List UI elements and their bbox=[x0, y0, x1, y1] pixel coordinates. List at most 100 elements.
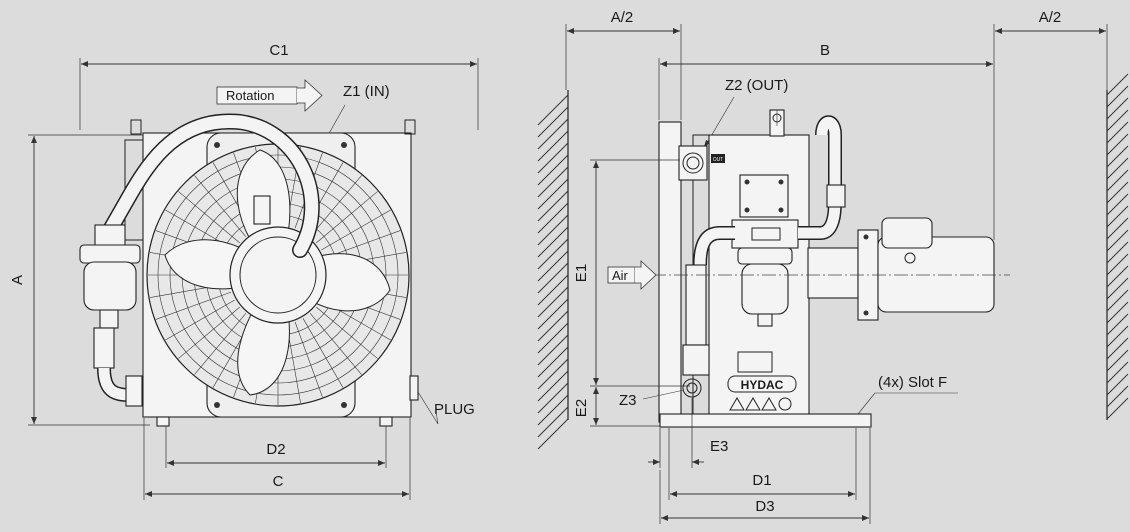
wall-hatch-line bbox=[537, 358, 569, 390]
plug bbox=[409, 375, 419, 401]
wall-hatch-line bbox=[537, 238, 569, 270]
wall-hatch-line bbox=[537, 394, 569, 426]
grille-spoke bbox=[155, 291, 232, 320]
wall-hatch-line bbox=[537, 202, 569, 234]
d1-label: D1 bbox=[752, 472, 771, 489]
plug-label: PLUG bbox=[434, 401, 475, 418]
wall-hatch-line bbox=[537, 106, 569, 138]
wall-hatch-line bbox=[537, 142, 569, 174]
wall-hatch-line bbox=[1106, 349, 1129, 372]
c-label: C bbox=[273, 473, 284, 490]
wall-hatch-line bbox=[1106, 361, 1129, 384]
z3-label: Z3 bbox=[619, 392, 637, 409]
wall-hatch-line bbox=[537, 334, 569, 366]
motor bbox=[877, 236, 995, 313]
warning-signs bbox=[729, 397, 792, 411]
z2-label: Z2 (OUT) bbox=[725, 77, 788, 94]
wall-hatch-line bbox=[537, 250, 569, 282]
wall-hatch-line bbox=[1106, 289, 1129, 312]
wall-hatch-line bbox=[537, 370, 569, 402]
wall-hatch-line bbox=[537, 262, 569, 294]
grille-spoke bbox=[309, 313, 362, 375]
cooler-core-side bbox=[658, 121, 682, 423]
grille-spoke bbox=[316, 306, 378, 359]
wall-hatch-line bbox=[1106, 277, 1129, 300]
wall-hatch-line bbox=[1106, 301, 1129, 324]
slot-label: (4x) Slot F bbox=[878, 374, 947, 391]
wall-hatch-line bbox=[1106, 157, 1129, 180]
wall-hatch-line bbox=[537, 226, 569, 258]
wall-hatch-line bbox=[537, 382, 569, 414]
hydac-label: HYDAC bbox=[741, 378, 784, 392]
wall-hatch-line bbox=[1106, 229, 1129, 252]
wall-hatch-line bbox=[1106, 73, 1129, 96]
wall-hatch-line bbox=[537, 178, 569, 210]
wall-hatch-line bbox=[1106, 145, 1129, 168]
wall-hatch-line bbox=[1106, 337, 1129, 360]
side-filter-bowl bbox=[741, 263, 789, 315]
wall-hatch-line bbox=[1106, 325, 1129, 348]
wall-hatch-line bbox=[537, 214, 569, 246]
wall-hatch-line bbox=[1106, 109, 1129, 132]
grille-spoke bbox=[321, 209, 391, 251]
wall-hatch-line bbox=[537, 346, 569, 378]
d3-label: D3 bbox=[755, 498, 774, 515]
z1-label: Z1 (IN) bbox=[343, 83, 390, 100]
rotation-arrow-icon bbox=[297, 79, 323, 112]
wall-hatch-line bbox=[1106, 265, 1129, 288]
motor-adapter bbox=[807, 247, 859, 299]
wall-hatch-line bbox=[1106, 313, 1129, 336]
out-tag: OUT bbox=[713, 157, 724, 163]
grille-spoke bbox=[316, 191, 378, 244]
wall-hatch-line bbox=[1106, 169, 1129, 192]
wall-hatch-line bbox=[537, 286, 569, 318]
wall-hatch-line bbox=[537, 94, 569, 126]
filter-manifold bbox=[731, 219, 799, 249]
wall-hatch-line bbox=[1106, 241, 1129, 264]
front-view: C1 Rotation Z1 (IN) A bbox=[9, 42, 479, 500]
e3-label: E3 bbox=[710, 438, 728, 455]
a-half-right-label: A/2 bbox=[1039, 9, 1062, 26]
wall-hatch-line bbox=[1106, 181, 1129, 204]
air-label: Air bbox=[612, 268, 629, 283]
c1-label: C1 bbox=[269, 42, 288, 59]
wall-hatch-line bbox=[537, 418, 569, 450]
wall-hatch-line bbox=[1106, 133, 1129, 156]
hydac-badge bbox=[727, 375, 797, 393]
air-arrow-icon bbox=[635, 260, 657, 290]
grille-spoke bbox=[294, 321, 323, 398]
wall-hatch-line bbox=[1106, 205, 1129, 228]
wall-hatch-line bbox=[537, 166, 569, 198]
wall-hatch-line bbox=[1106, 373, 1129, 396]
wall-hatch-line bbox=[1106, 385, 1129, 408]
grille-spoke bbox=[194, 175, 247, 237]
e2-label: E2 bbox=[573, 399, 590, 417]
side-view: A/2 A/2 B Z2 (OUT) OUT bbox=[537, 9, 1129, 524]
grille-spoke bbox=[178, 191, 240, 244]
wall-hatch-line bbox=[537, 190, 569, 222]
base-plate bbox=[659, 413, 872, 428]
wall-hatch-line bbox=[537, 322, 569, 354]
inlet-hose bbox=[103, 114, 319, 257]
grille-spoke bbox=[309, 175, 362, 237]
d2-label: D2 bbox=[266, 441, 285, 458]
a-half-left-label: A/2 bbox=[611, 9, 634, 26]
grille-spoke bbox=[178, 306, 240, 359]
a-label: A bbox=[9, 275, 26, 285]
wall-hatch-line bbox=[537, 274, 569, 306]
wall-hatch-line bbox=[1106, 217, 1129, 240]
wall-hatch-line bbox=[537, 310, 569, 342]
wall-hatch-line bbox=[1106, 85, 1129, 108]
b-label: B bbox=[820, 42, 830, 59]
wall-hatch-line bbox=[1106, 397, 1129, 420]
wall-hatch-line bbox=[1106, 253, 1129, 276]
wall-hatch-line bbox=[1106, 193, 1129, 216]
wall-hatch-line bbox=[537, 130, 569, 162]
wall-hatch-line bbox=[1106, 121, 1129, 144]
wall-hatch-line bbox=[537, 406, 569, 438]
grille-spoke bbox=[302, 318, 344, 388]
wall-hatch-line bbox=[1106, 97, 1129, 120]
rotation-label: Rotation bbox=[226, 88, 274, 103]
e1-label: E1 bbox=[573, 264, 590, 282]
